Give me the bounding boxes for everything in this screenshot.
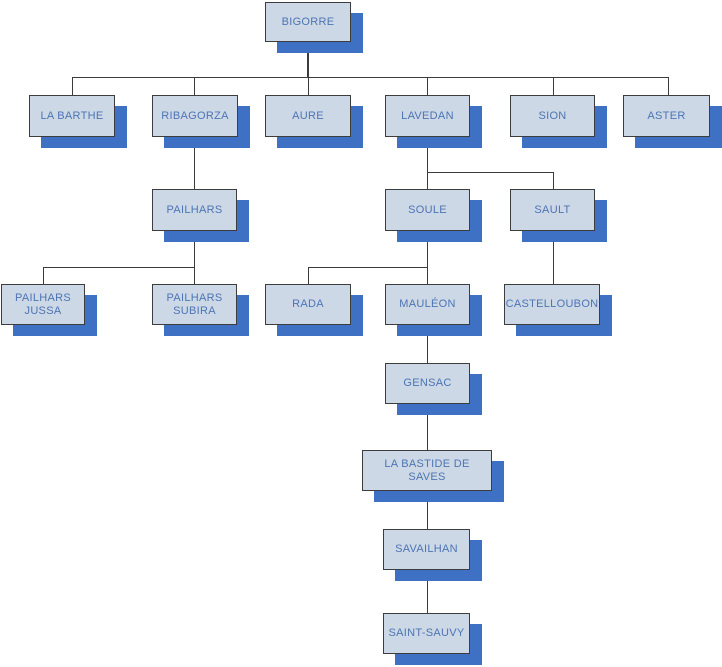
node-bigorre[interactable]: BIGORRE bbox=[265, 2, 351, 42]
connector-lavedan-soule bbox=[427, 137, 428, 189]
node-rada[interactable]: RADA bbox=[265, 284, 351, 325]
node-lavedan[interactable]: LAVEDAN bbox=[385, 95, 470, 137]
node-castelloubon[interactable]: CASTELLOUBON bbox=[504, 284, 600, 325]
node-saint-sauvy[interactable]: SAINT-SAUVY bbox=[383, 613, 470, 654]
connector-drop-la-barthe bbox=[72, 77, 73, 95]
connector-la-bastide-savailhan bbox=[427, 491, 428, 529]
node-aster[interactable]: ASTER bbox=[623, 95, 710, 137]
connector-pailhars-subira bbox=[194, 231, 195, 284]
node-mauleon[interactable]: MAULÉON bbox=[385, 284, 470, 325]
node-savailhan[interactable]: SAVAILHAN bbox=[383, 529, 470, 570]
node-sion[interactable]: SION bbox=[510, 95, 595, 137]
connector-drop-rada bbox=[308, 267, 309, 284]
connector-soule-mauleon bbox=[427, 231, 428, 284]
node-aure[interactable]: AURE bbox=[265, 95, 351, 137]
connector-row2-horizontal bbox=[72, 77, 669, 78]
connector-ribagorza-pailhars bbox=[194, 137, 195, 189]
connector-bigorre-trunk bbox=[307, 42, 309, 78]
node-sault[interactable]: SAULT bbox=[510, 189, 595, 231]
connector-drop-aure bbox=[308, 77, 309, 95]
connector-gensac-la-bastide bbox=[427, 404, 428, 450]
connector-drop-pailhars-jussa bbox=[43, 267, 44, 284]
node-pailhars-jussa[interactable]: PAILHARS JUSSA bbox=[1, 284, 85, 325]
node-pailhars-subira[interactable]: PAILHARS SUBIRA bbox=[152, 284, 237, 325]
connector-drop-lavedan bbox=[427, 77, 428, 95]
connector-drop-ribagorza bbox=[194, 77, 195, 95]
connector-savailhan-saint-sauvy bbox=[427, 570, 428, 613]
connector-pailhars-horizontal bbox=[43, 267, 195, 268]
connector-drop-sault bbox=[553, 172, 554, 189]
connector-drop-sion bbox=[553, 77, 554, 95]
connector-mauleon-gensac bbox=[427, 325, 428, 363]
node-pailhars[interactable]: PAILHARS bbox=[152, 189, 237, 231]
connector-lavedan-sault-horizontal bbox=[427, 172, 554, 173]
connector-sault-castelloubon bbox=[553, 231, 554, 284]
node-gensac[interactable]: GENSAC bbox=[385, 363, 470, 404]
node-la-barthe[interactable]: LA BARTHE bbox=[29, 95, 115, 137]
node-la-bastide-de-saves[interactable]: LA BASTIDE DE SAVES bbox=[362, 450, 492, 491]
node-ribagorza[interactable]: RIBAGORZA bbox=[152, 95, 238, 137]
connector-drop-aster bbox=[668, 77, 669, 95]
node-soule[interactable]: SOULE bbox=[385, 189, 470, 231]
connector-soule-horizontal bbox=[308, 267, 428, 268]
